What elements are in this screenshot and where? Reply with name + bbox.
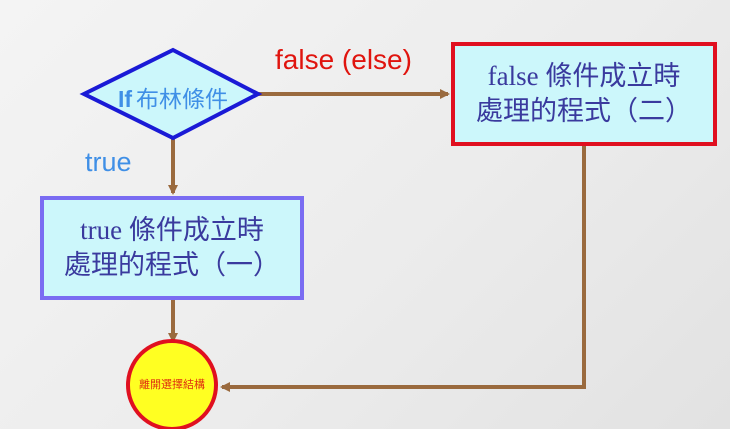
end-node-circle [126,339,218,429]
decision-diamond [79,47,263,141]
false-box-line1: false 條件成立時 [487,60,681,91]
true-branch-box: true 條件成立時 處理的程式（一） [40,196,304,300]
arrow-false-box-to-end [220,146,586,392]
false-branch-label: false (else) [275,44,412,75]
true-box-line2: 處理的程式（一） [64,250,280,280]
end-node-label: 離開選擇結構 [139,379,205,391]
false-branch-box: false 條件成立時 處理的程式（二） [451,42,717,146]
decision-prefix: If [117,86,133,112]
true-box-line1: true 條件成立時 [80,214,264,245]
true-branch-label: true [85,147,132,177]
decision-condition: 布林條件 [136,86,229,112]
false-box-line2: 處理的程式（二） [476,96,692,126]
